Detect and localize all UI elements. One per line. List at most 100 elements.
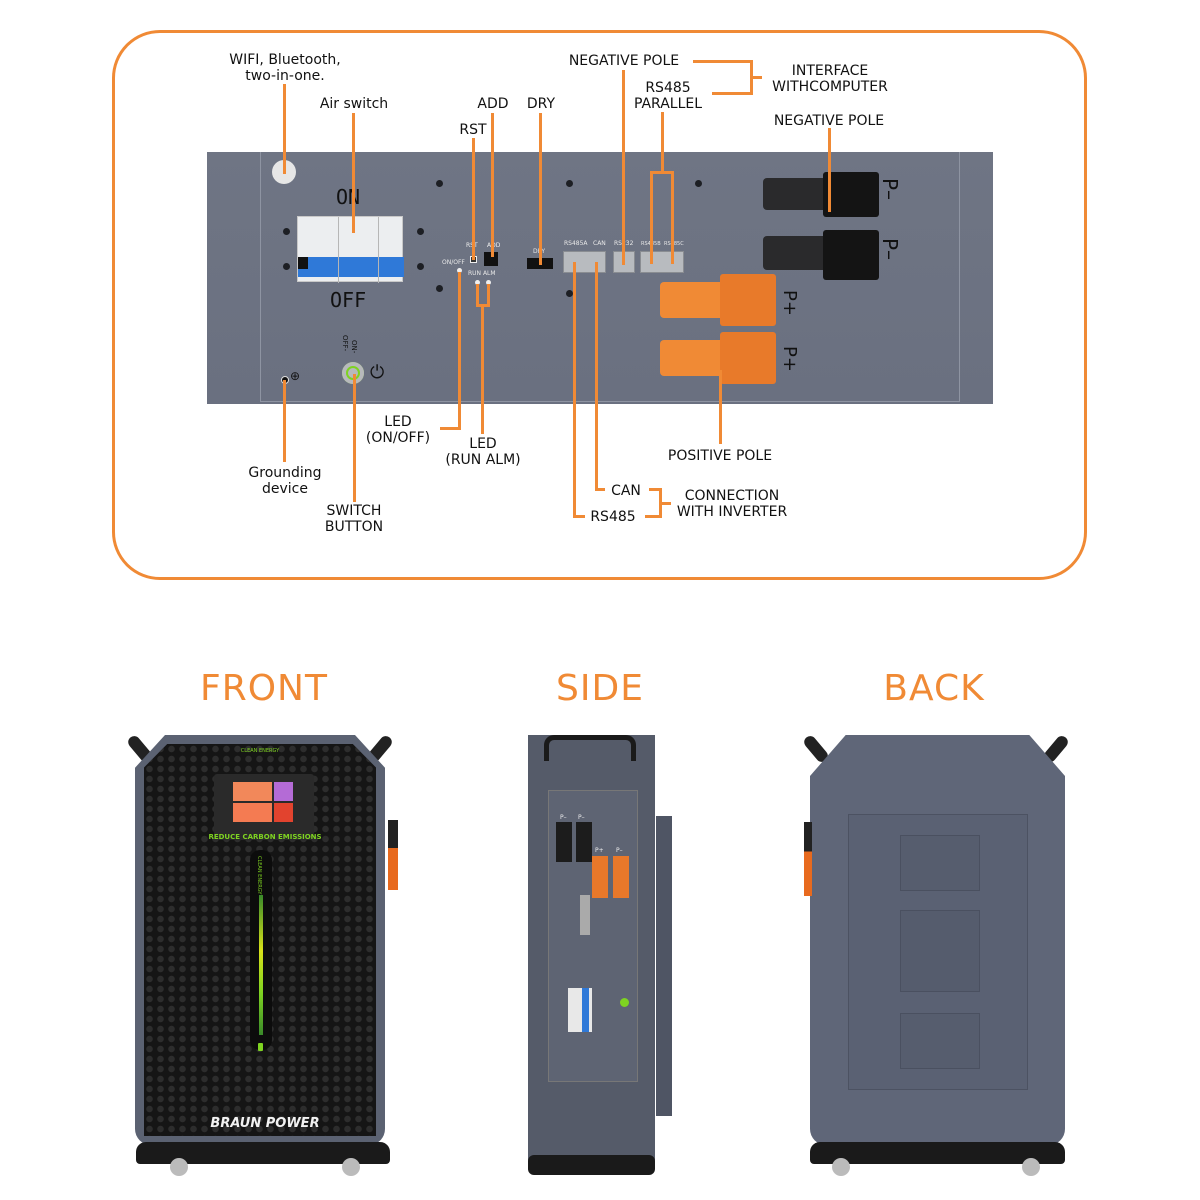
side-view-title: SIDE [556,668,644,709]
breaker-tab [298,257,308,269]
callout-dry: DRY [526,96,556,112]
ground-symbol-icon: ⊕ [290,369,301,383]
callout-led-run-alm: LED(RUN ALM) [445,436,521,468]
back-connector-peek [804,822,812,896]
leader-line [352,113,355,233]
rs485a-can-port[interactable] [563,251,606,273]
p-minus-label-1: P– [878,178,902,201]
breaker-on-label: ON [336,185,361,209]
callout-frame [112,30,1087,580]
leader-line [750,76,762,79]
front-view: CLEAN ENERGY REDUCE CARBON EMISSIONS CLE… [125,730,400,1180]
led-on-off [457,268,462,273]
leader-line [440,427,461,430]
callout-rs485: RS485 [590,509,636,525]
leader-line [671,171,674,264]
leader-line [650,171,653,264]
connector-body [763,236,833,270]
wheel-left [832,1158,850,1176]
mount-slot-bottom [900,1013,980,1069]
add-dip-switch[interactable] [484,252,498,266]
mount-slot-top [900,835,980,891]
air-switch[interactable] [297,216,404,283]
positive-pole-connector-2[interactable] [660,332,776,384]
screen-tile [273,782,293,801]
screw-hole [417,228,424,235]
callout-negative-pole-right: NEGATIVE POLE [773,113,885,129]
negative-pole-connector-2[interactable] [763,230,879,280]
side-handle[interactable] [544,735,636,761]
callout-air-switch: Air switch [319,96,389,112]
leader-line [649,488,661,491]
led-run [475,280,480,285]
side-power-button [620,998,629,1007]
on-off-marking: ON/OFF [442,259,465,266]
leader-line [353,374,356,502]
leader-line [573,262,576,517]
leader-line [828,128,831,212]
side-base [528,1155,655,1175]
rst-marking: RST [466,242,478,249]
callout-rst: RST [459,122,487,138]
top-tag: CLEAN ENERGY [240,748,280,754]
leader-line [719,370,722,444]
wheel-left [170,1158,188,1176]
power-icon: ⏻ [370,362,385,383]
leader-line [659,502,671,505]
connector-head [720,274,776,326]
back-base [810,1142,1065,1164]
leader-line [622,70,625,265]
side-p-plus: P+ [595,847,604,854]
negative-pole-connector-1[interactable] [763,172,879,217]
callout-wifi-bluetooth: WIFI, Bluetooth,two-in-one. [229,52,341,84]
leader-line [476,284,479,306]
screw-hole [566,290,573,297]
side-negative-connector [576,822,592,862]
side-breaker-lever [582,988,589,1032]
p-plus-label-2: P+ [779,346,800,372]
front-view-title: FRONT [200,668,328,709]
side-positive-connector [613,856,629,898]
connector-head [823,172,879,217]
leader-line [487,284,490,306]
leader-line [491,113,494,257]
leader-line [573,515,585,518]
breaker-off-label: OFF [330,288,367,312]
side-connector-peek [388,820,398,890]
side-p-minus-3: P– [616,847,623,854]
side-p-minus-1: P– [560,814,567,821]
brand-logo: BRAUN POWER [210,1116,320,1131]
side-positive-connector [592,856,608,898]
breaker-lever[interactable] [298,257,404,277]
leader-line [481,304,484,434]
connector-head [720,332,776,384]
connector-body [763,178,833,210]
battery-indicator-icon [258,1043,263,1051]
callout-negative-pole-top: NEGATIVE POLE [568,53,680,69]
soc-level-bar [259,895,263,1035]
display-screen[interactable] [233,782,293,822]
callout-led-on-off: LED(ON/OFF) [365,414,431,446]
wheel-right [342,1158,360,1176]
breaker-divider [338,217,339,283]
rs485-parallel-port[interactable] [640,251,684,273]
leader-line [283,84,286,174]
breaker-divider [378,217,379,283]
rs485a-marking: RS485A [564,240,588,247]
led-alm [486,280,491,285]
control-panel-bezel [260,152,960,402]
wheel-right [1022,1158,1040,1176]
p-minus-label-2: P– [878,238,902,261]
switch-off-label: OFF- [341,335,349,352]
leader-line [712,92,751,95]
mount-window [900,910,980,992]
screw-hole [283,228,290,235]
positive-pole-connector-1[interactable] [660,274,776,326]
side-p-minus-2: P– [578,814,585,821]
screw-hole [436,285,443,292]
power-switch-button[interactable] [342,362,364,384]
screen-tile [233,782,272,801]
